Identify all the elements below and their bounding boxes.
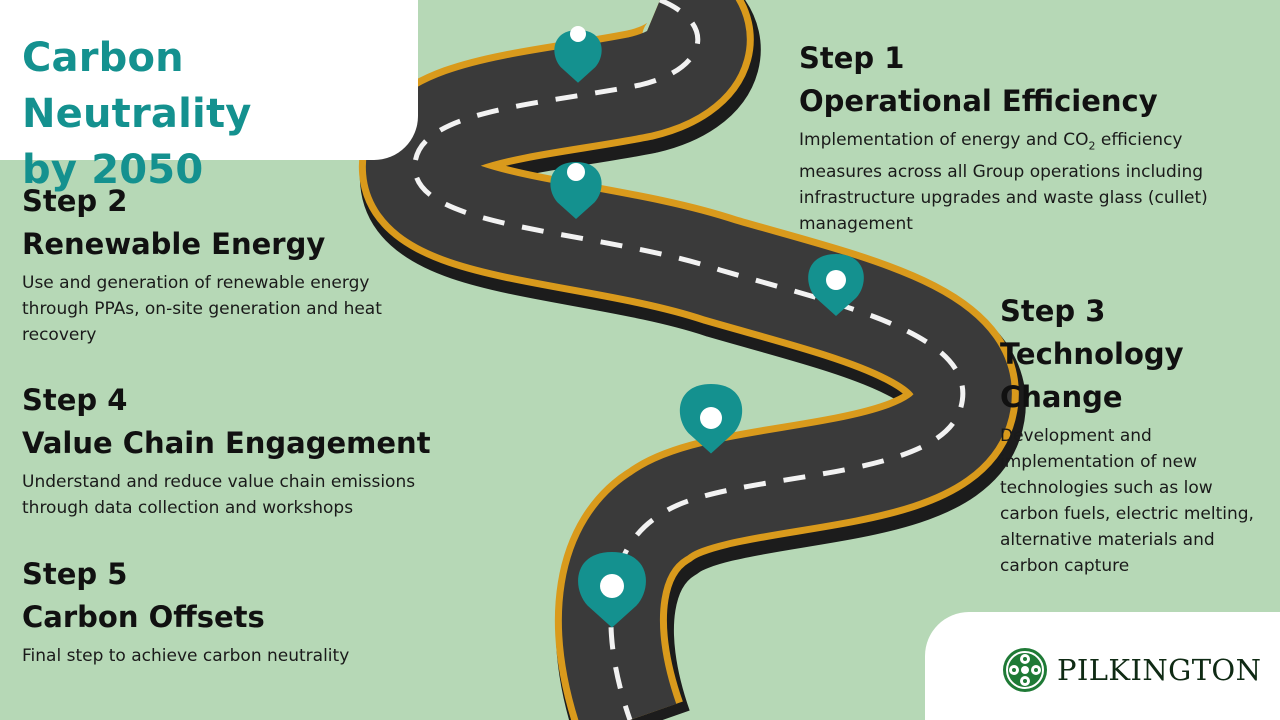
step-3: Step 3 Technology Change Development and… [1000,290,1270,579]
title-card: Carbon Neutrality by 2050 [0,0,418,193]
step-3-description: Development and implementation of new te… [1000,426,1254,576]
step-5: Step 5 Carbon Offsets Final step to achi… [22,553,422,669]
step-2: Step 2 Renewable Energy Use and generati… [22,180,412,348]
winding-road [359,0,1026,720]
step-5-description: Final step to achieve carbon neutrality [22,646,350,666]
step-1-description-subscript: 2 [1088,139,1096,153]
step-3-number: Step 3 [1000,294,1106,328]
step-1-number: Step 1 [799,41,905,75]
step-5-number: Step 5 [22,557,128,591]
page-title: Carbon Neutrality by 2050 [22,35,252,193]
step-2-description: Use and generation of renewable energy t… [22,273,382,345]
step-2-heading: Renewable Energy [22,227,326,261]
step-1-description-text-cont: efficiency measures across all Group ope… [799,130,1208,235]
step-1-description-text: Implementation of energy and CO [799,130,1089,150]
step-4: Step 4 Value Chain Engagement Understand… [22,379,442,521]
map-pin-icon [679,384,743,454]
step-4-number: Step 4 [22,383,128,417]
step-1: Step 1 Operational Efficiency Implementa… [799,37,1219,237]
step-4-description: Understand and reduce value chain emissi… [22,472,416,518]
logo-card: PILKINGTON [925,612,1280,720]
step-2-number: Step 2 [22,184,128,218]
step-3-heading: Technology Change [1000,337,1184,414]
map-pin-icon [550,162,602,220]
step-4-heading: Value Chain Engagement [22,426,431,460]
logo-wordmark: PILKINGTON [1057,653,1262,687]
pilkington-emblem-icon [1003,648,1047,692]
map-pin-icon [554,26,602,83]
step-1-description: Implementation of energy and CO2 efficie… [799,127,1219,237]
map-pin-icon [578,552,646,628]
map-pin-icon [808,254,864,316]
step-1-heading: Operational Efficiency [799,84,1158,118]
step-5-heading: Carbon Offsets [22,600,265,634]
